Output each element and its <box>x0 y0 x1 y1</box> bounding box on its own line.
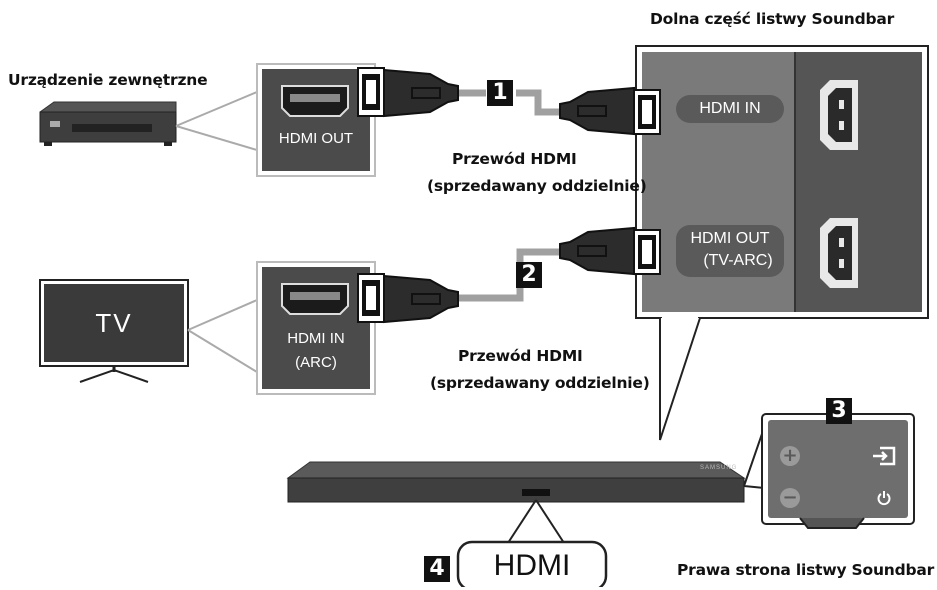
tv-label: TV <box>95 308 133 338</box>
plus-icon[interactable]: + <box>780 446 800 466</box>
step-3-badge: 3 <box>826 398 852 424</box>
minus-icon[interactable]: − <box>780 488 800 508</box>
device-hdmi-out-label: HDMI OUT <box>278 130 354 147</box>
soundbar-brand-logo: SAMSUNG <box>700 465 738 471</box>
soundbar-right-panel <box>768 420 908 518</box>
soundbar-right-label: Prawa strona listwy Soundbar <box>677 561 935 579</box>
external-device-icon <box>39 101 177 146</box>
cable-1 <box>357 67 661 136</box>
device-hdmi-out-port <box>281 85 349 117</box>
sb-hdmi-out-port <box>820 218 858 288</box>
device-hdmi-out-box <box>262 69 370 171</box>
sb-hdmi-out-label: HDMI OUT <box>690 230 770 247</box>
external-device-label: Urządzenie zewnętrzne <box>8 71 208 89</box>
sb-hdmi-in-port <box>820 80 858 150</box>
power-icon[interactable] <box>876 490 892 506</box>
cable-1-label: Przewód HDMI <box>452 150 577 168</box>
soundbar-bottom-title: Dolna część listwy Soundbar <box>650 10 895 28</box>
soundbar <box>286 461 746 503</box>
sb-hdmi-in-label: HDMI IN <box>699 100 761 117</box>
step-2-badge: 2 <box>516 262 542 288</box>
step-1-badge: 1 <box>487 80 513 106</box>
hdmi-display-box <box>456 540 608 587</box>
cable-2-note: (sprzedawany oddzielnie) <box>430 374 650 392</box>
cable-1-note: (sprzedawany oddzielnie) <box>427 177 647 195</box>
sb-hdmi-out-pill <box>676 225 784 277</box>
tv-icon <box>39 279 189 383</box>
sb-tv-arc-label: (TV-ARC) <box>703 252 773 269</box>
step-4-badge: 4 <box>424 556 450 582</box>
tv-arc-label: (ARC) <box>295 354 337 371</box>
source-icon[interactable] <box>872 446 896 466</box>
sb-hdmi-in-pill <box>676 95 784 123</box>
cable-2 <box>357 226 661 324</box>
tv-hdmi-in-label: HDMI IN <box>287 330 345 347</box>
cable-2-label: Przewód HDMI <box>458 347 583 365</box>
tv-hdmi-in-port <box>281 283 349 315</box>
hdmi-display-text: HDMI <box>493 549 571 582</box>
